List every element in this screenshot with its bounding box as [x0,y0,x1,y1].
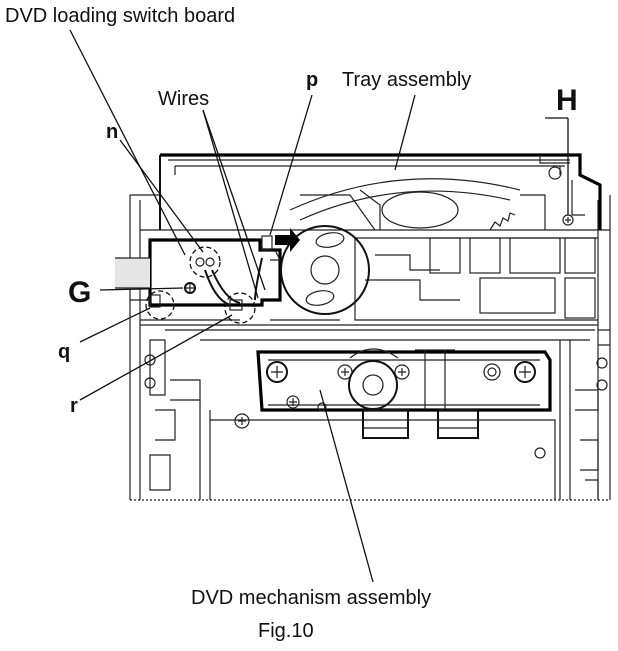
dvd-mechanism [210,348,556,500]
label-wires: Wires [158,88,209,110]
tray-assembly [159,153,602,231]
loading-cam [261,225,370,315]
label-h: H [556,84,578,117]
chassis [129,194,611,501]
label-switch-board: DVD loading switch board [5,5,235,27]
callout-r-circle [224,292,256,324]
callout-n-circle [189,246,221,278]
figure-caption: Fig.10 [258,620,314,642]
label-mechanism: DVD mechanism assembly [191,587,431,609]
label-r: r [70,395,78,417]
arrow-icon [275,228,300,252]
label-p: p [306,69,318,91]
switch-board [115,238,282,324]
label-n: n [106,121,118,143]
label-tray: Tray assembly [342,69,471,91]
leader-lines [69,29,569,583]
label-g: G [68,276,91,309]
callout-q-circle [145,290,175,320]
label-q: q [58,341,70,363]
